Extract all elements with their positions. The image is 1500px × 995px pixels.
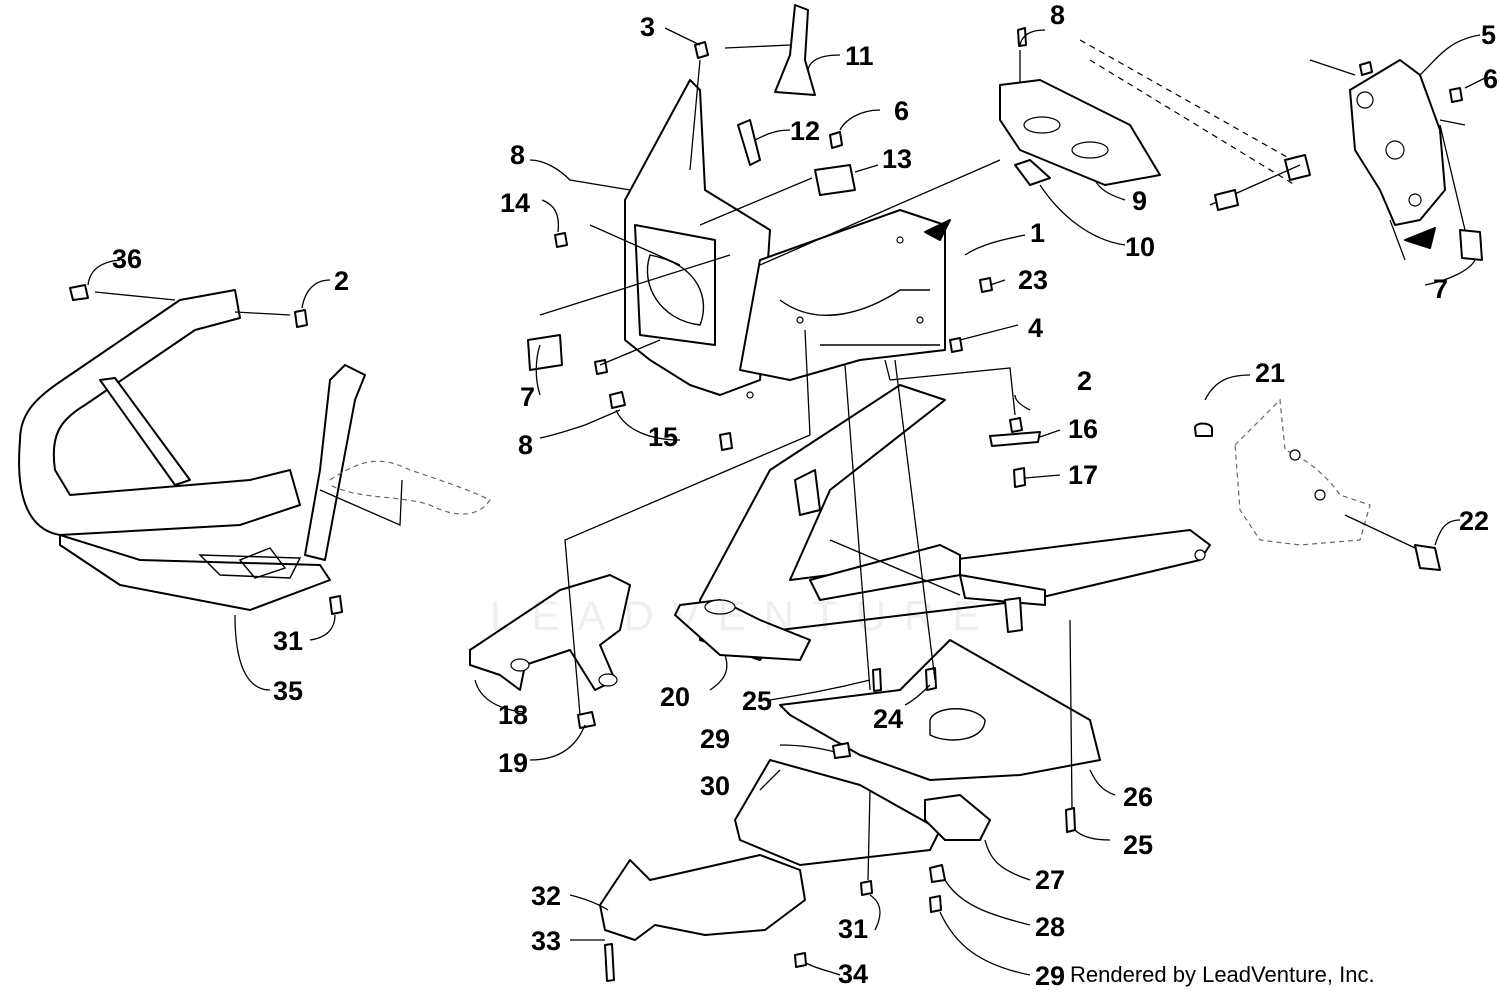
callout-24: 24: [873, 704, 903, 734]
callout-9: 9: [1132, 186, 1147, 216]
callout-7: 7: [520, 382, 535, 412]
callout-31: 31: [273, 626, 303, 656]
skid-plate-drawing: [779, 639, 1101, 781]
callout-36: 36: [112, 244, 142, 274]
callout-32: 32: [531, 881, 561, 911]
main-frame-drawing: [674, 384, 1211, 661]
bottom-guard-drawing: [599, 854, 806, 941]
callout-25: 25: [1123, 830, 1153, 860]
cross-bracket-drawing: [999, 39, 1311, 186]
front-housing-drawing: [624, 79, 951, 399]
leader-lines: [87, 27, 1486, 976]
callout-15: 15: [648, 422, 678, 452]
callout-27: 27: [1035, 865, 1065, 895]
callout-30: 30: [700, 771, 730, 801]
callout-2: 2: [334, 266, 349, 296]
callout-7: 7: [1433, 274, 1448, 304]
panel-27-drawing: [924, 794, 991, 841]
callout-20: 20: [660, 682, 690, 712]
part-18-port-2: [598, 673, 618, 687]
callout-8: 8: [1050, 0, 1065, 30]
callout-34: 34: [838, 959, 868, 989]
fasteners-drawing: [69, 27, 1463, 982]
part-18-port: [510, 658, 530, 672]
callout-18: 18: [498, 700, 528, 730]
part-13-drawing: [814, 164, 856, 196]
part-28-drawing: [929, 864, 946, 883]
callout-17: 17: [1068, 460, 1098, 490]
right-bracket-drawing: [1194, 398, 1441, 571]
mounting-bracket-drawing: [1209, 59, 1483, 261]
callout-8: 8: [510, 140, 525, 170]
part-11-drawing: [774, 4, 816, 96]
callout-35: 35: [273, 676, 303, 706]
render-credit: Rendered by LeadVenture, Inc.: [1070, 962, 1375, 987]
callout-4: 4: [1028, 313, 1043, 343]
callout-29: 29: [700, 724, 730, 754]
callout-31: 31: [838, 914, 868, 944]
callout-14: 14: [500, 188, 530, 218]
callout-labels: 3 11 12 6 13 8 14 36 2 7 8 15 8 9 10 1 2…: [112, 0, 1498, 991]
front-bumper-drawing: [18, 289, 491, 611]
callout-11: 11: [845, 41, 874, 71]
callout-8: 8: [518, 430, 533, 460]
callout-16: 16: [1068, 414, 1098, 444]
callout-2: 2: [1077, 366, 1092, 396]
callout-5: 5: [1481, 20, 1496, 50]
callout-12: 12: [790, 116, 820, 146]
callout-22: 22: [1459, 506, 1489, 536]
callout-19: 19: [498, 748, 528, 778]
callout-28: 28: [1035, 912, 1065, 942]
callout-25: 25: [742, 686, 772, 716]
part-12-drawing: [737, 119, 761, 166]
callout-21: 21: [1255, 358, 1285, 388]
callout-26: 26: [1123, 782, 1153, 812]
panel-30-drawing: [734, 759, 941, 866]
callout-33: 33: [531, 926, 561, 956]
callout-29: 29: [1035, 961, 1065, 991]
callout-10: 10: [1125, 232, 1155, 262]
watermark-text: LEADVENTURE: [490, 592, 999, 639]
skid-plate-opening: [929, 708, 986, 741]
callout-6: 6: [1483, 64, 1498, 94]
callout-1: 1: [1030, 218, 1045, 248]
callout-3: 3: [640, 12, 655, 42]
callout-13: 13: [882, 144, 912, 174]
callout-23: 23: [1018, 265, 1048, 295]
callout-6: 6: [894, 96, 909, 126]
